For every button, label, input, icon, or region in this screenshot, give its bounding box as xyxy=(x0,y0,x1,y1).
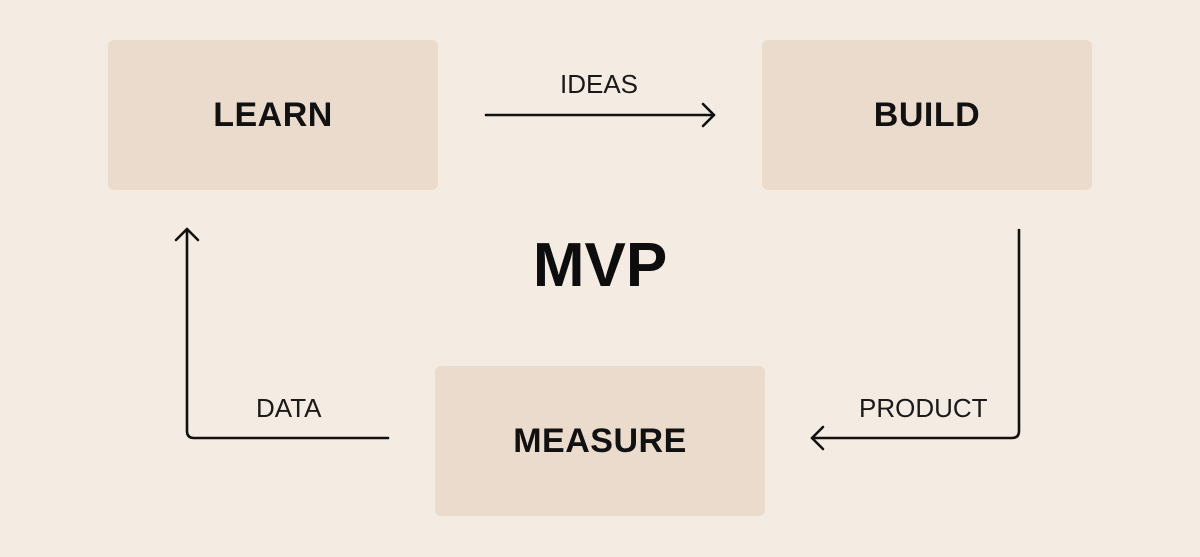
ideas-edge-label: IDEAS xyxy=(560,69,639,99)
ideas-arrowhead xyxy=(701,102,716,128)
data-arrowhead xyxy=(174,227,200,242)
build-node-label: BUILD xyxy=(873,95,981,134)
measure-node-label: MEASURE xyxy=(513,421,687,460)
center-title: MVP xyxy=(532,230,668,300)
product-arrowhead xyxy=(810,425,825,451)
data-edge-label: DATA xyxy=(256,393,322,423)
product-edge-label: PRODUCT xyxy=(859,393,988,423)
learn-node-label: LEARN xyxy=(213,95,333,134)
build-node: BUILD xyxy=(762,40,1092,190)
learn-node: LEARN xyxy=(108,40,438,190)
measure-node: MEASURE xyxy=(435,366,765,516)
